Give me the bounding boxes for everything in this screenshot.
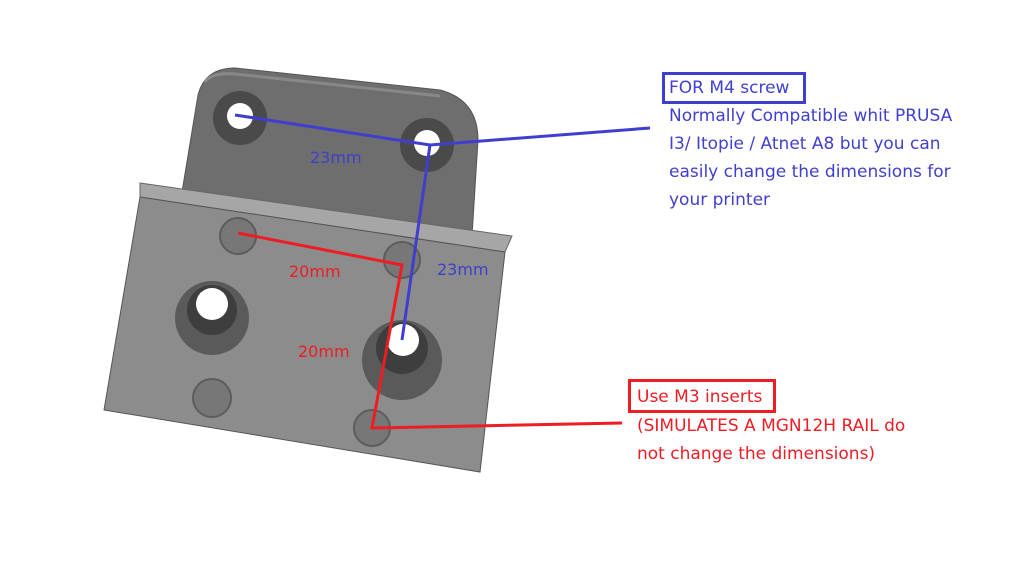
dimension-label: 20mm [298, 342, 350, 361]
m3-note-title: Use M3 inserts [637, 387, 763, 407]
insert-hole [192, 378, 232, 418]
m3-note-line: not change the dimensions) [637, 444, 876, 464]
m4-note-line: Normally Compatible whit PRUSA [669, 106, 953, 126]
m3-title-box [628, 379, 776, 413]
m4-note-line: I3/ Itopie / Atnet A8 but you can [669, 134, 941, 154]
m4-dimension-line [400, 144, 432, 341]
m3-dimension-line [237, 231, 623, 430]
m4-title-box [662, 72, 806, 104]
m3-note-line: (SIMULATES A MGN12H RAIL do [637, 416, 906, 436]
dimension-label: 23mm [437, 260, 489, 279]
dimension-label: 23mm [310, 148, 362, 167]
block-hole-left [175, 281, 249, 355]
m4-note-line: your printer [669, 190, 771, 210]
dimension-label: 20mm [289, 262, 341, 281]
m4-note-title: FOR M4 screw [669, 78, 790, 98]
m4-note-line: easily change the dimensions for [669, 162, 951, 182]
